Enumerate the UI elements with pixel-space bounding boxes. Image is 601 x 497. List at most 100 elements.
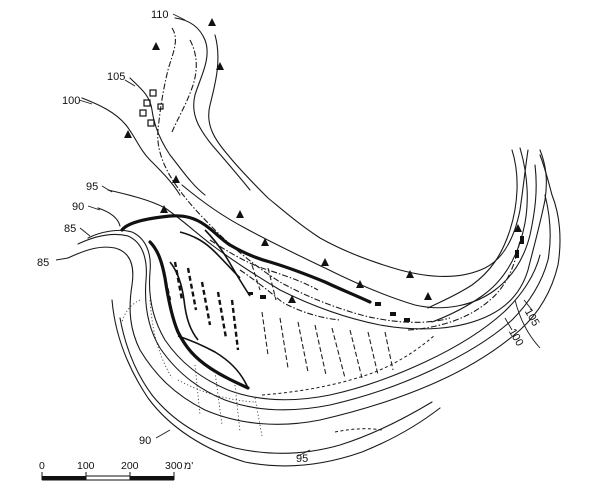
contour-95 (107, 149, 547, 330)
arrow-icon (261, 238, 269, 246)
leader-line (504, 317, 513, 331)
contour-100-right (431, 147, 528, 323)
field-boundary-dashed (334, 428, 383, 433)
contour-100-upper (81, 97, 181, 196)
dotted-line (254, 397, 263, 437)
terrace-wall (367, 331, 379, 376)
structure-square (515, 250, 519, 258)
contour-85-outer (67, 154, 561, 425)
terrace-wall (384, 331, 394, 371)
enclosure-walls (120, 214, 372, 390)
dotted-line (194, 364, 201, 416)
terrace-wall (349, 329, 363, 379)
channel-main-north (157, 27, 451, 323)
scale-tick-label-200: 200 (121, 460, 139, 472)
contour-labels: 110 105 100 95 90 85 85 90 95 105 100 (37, 9, 542, 465)
terrace-wall (314, 324, 327, 376)
contour-label-100-right: 100 (506, 327, 526, 349)
leader-line (172, 13, 186, 21)
channel-wadi-a (209, 239, 319, 291)
structure-square (248, 292, 253, 295)
scale-bar-segment (130, 476, 174, 480)
dotted-line (177, 379, 256, 403)
wall-enclosure-south (177, 335, 249, 389)
channel-lines (157, 27, 521, 331)
contour-90-upper (97, 207, 121, 227)
structures-upper (139, 89, 524, 322)
field-boundary-dashed (261, 334, 436, 396)
terrace-walls (160, 261, 436, 433)
contour-label-110: 110 (151, 9, 169, 21)
arrow-icon (160, 205, 168, 213)
dotted-line (234, 384, 241, 433)
contour-valley-right-b (181, 164, 537, 309)
dotted-line (214, 371, 223, 426)
scale-bar-segment (42, 476, 86, 480)
structure-square (147, 119, 155, 127)
contour-85-inner (77, 194, 551, 411)
terrace-wall (261, 311, 269, 356)
arrow-icon (172, 175, 180, 183)
terrace-wall (267, 267, 277, 301)
terrace-wall (331, 327, 346, 379)
contour-label-90: 90 (72, 201, 84, 213)
contour-label-90-bottom: 90 (139, 435, 151, 447)
wall-main-enclosure (120, 214, 372, 304)
structure-square (520, 236, 524, 244)
terrace-wall (216, 291, 228, 339)
scale-tick-label-0: 0 (39, 460, 45, 472)
dotted-field-lines (121, 299, 263, 437)
arrow-icon (514, 224, 522, 232)
structure-square (143, 99, 151, 107)
arrow-icon (216, 62, 224, 70)
contour-label-95: 95 (86, 181, 98, 193)
arrow-icon (152, 42, 160, 50)
arrow-icon (321, 258, 329, 266)
leader-line (78, 99, 93, 105)
leader-line (101, 185, 113, 193)
flow-arrows (124, 18, 522, 303)
leader-line (79, 227, 91, 237)
arrow-icon (288, 295, 296, 303)
arrow-icon (356, 280, 364, 288)
leader-line (124, 79, 136, 87)
structure-square (139, 109, 147, 117)
contour-90-bottom (119, 317, 433, 454)
arrow-icon (406, 270, 414, 278)
scale-bar-segment (85, 475, 131, 481)
scale-unit-label: מ' (184, 460, 193, 472)
structure-square (157, 103, 164, 110)
arrow-icon (236, 210, 244, 218)
terrace-wall (297, 321, 309, 373)
structure-square (390, 312, 396, 316)
contour-110 (174, 17, 251, 191)
contour-label-105: 105 (107, 71, 125, 83)
structure-square (149, 89, 157, 97)
terrace-wall (186, 267, 198, 311)
leader-line (155, 429, 171, 439)
contour-label-85-a: 85 (64, 223, 76, 235)
terrace-wall (200, 281, 212, 326)
channel-north-branch (171, 39, 197, 133)
scale-bar: 0 100 200 300 מ' (39, 460, 193, 481)
contour-label-100: 100 (62, 95, 80, 107)
terrace-wall (160, 264, 172, 301)
structure-square (404, 318, 410, 322)
contour-95-bottom (111, 299, 441, 467)
contour-105-upper (129, 77, 206, 196)
channel-east (407, 239, 521, 331)
arrow-icon (124, 130, 132, 138)
leader-line (523, 299, 533, 311)
structure-square (375, 302, 381, 306)
wall-compartment-1 (179, 231, 241, 279)
contour-tail-right (514, 299, 541, 349)
terrace-wall (173, 261, 184, 301)
wall-inner-diagonal (204, 229, 251, 297)
arrow-icon (208, 18, 216, 26)
contour-valley-right-a (208, 34, 529, 278)
arrow-icon (424, 292, 432, 300)
contour-label-85-b: 85 (37, 257, 49, 269)
leader-line (87, 205, 101, 211)
scale-tick-label-100: 100 (77, 460, 95, 472)
